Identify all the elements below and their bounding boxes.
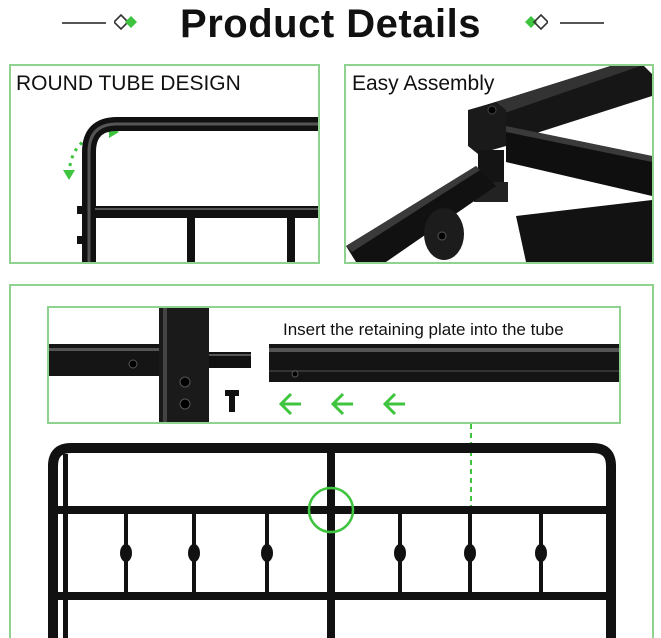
spindle	[464, 514, 476, 592]
left-arrow-icon	[382, 392, 405, 416]
assembly-detail-panel: Insert the retaining plate into the tube	[9, 284, 654, 638]
easy-assembly-label: Easy Assembly	[352, 72, 495, 95]
easy-assembly-illustration	[346, 66, 652, 262]
spindle	[261, 514, 273, 592]
header-line-right	[560, 22, 604, 24]
headboard-illustration	[48, 424, 616, 638]
round-tube-label: ROUND TUBE DESIGN	[16, 72, 241, 95]
header: Product Details	[0, 0, 661, 54]
page-title: Product Details	[180, 2, 481, 46]
diamond-ornament-icon	[114, 14, 137, 30]
spindle	[188, 514, 200, 592]
left-arrow-icon	[278, 392, 301, 416]
spindle	[394, 514, 406, 592]
spindle	[120, 514, 132, 592]
header-line-left	[62, 22, 106, 24]
left-arrow-icon	[330, 392, 353, 416]
spindle	[535, 514, 547, 592]
insert-detail-panel: Insert the retaining plate into the tube	[47, 306, 621, 424]
insert-illustration	[49, 308, 619, 422]
insert-instruction-label: Insert the retaining plate into the tube	[283, 320, 564, 339]
round-tube-panel: ROUND TUBE DESIGN	[9, 64, 320, 264]
easy-assembly-panel: Easy Assembly	[344, 64, 654, 264]
diamond-ornament-icon	[525, 14, 548, 30]
round-tube-illustration	[63, 117, 318, 262]
